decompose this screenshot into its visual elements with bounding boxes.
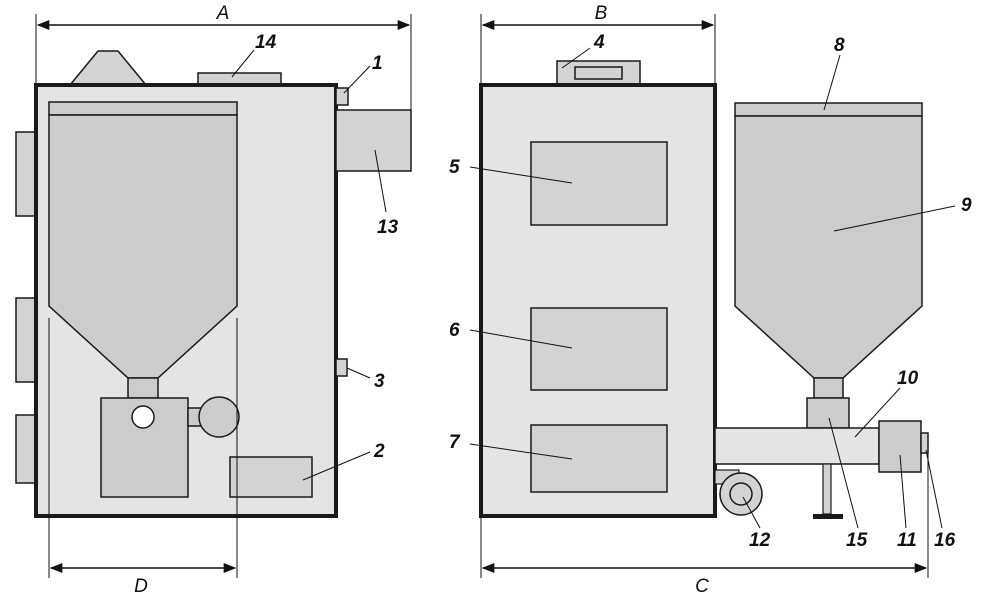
hopper-lid-8 bbox=[734, 102, 923, 117]
door-7 bbox=[530, 424, 668, 493]
label-13: 13 bbox=[377, 217, 399, 238]
label-10: 10 bbox=[897, 368, 919, 389]
feeder-inlet-15 bbox=[806, 397, 850, 429]
label-1: 1 bbox=[372, 53, 383, 74]
label-11: 11 bbox=[897, 530, 917, 551]
label-9: 9 bbox=[961, 195, 972, 216]
leader-5 bbox=[469, 166, 573, 184]
label-16: 16 bbox=[934, 530, 956, 551]
door-5 bbox=[530, 141, 668, 226]
burner-port bbox=[131, 405, 155, 429]
leader-6 bbox=[469, 329, 573, 349]
leader-13 bbox=[374, 149, 387, 213]
label-7: 7 bbox=[449, 432, 461, 453]
label-6: 6 bbox=[449, 320, 460, 341]
side-view bbox=[15, 14, 412, 578]
label-8: 8 bbox=[834, 35, 845, 56]
label-15: 15 bbox=[846, 530, 868, 551]
leader-14 bbox=[231, 49, 255, 78]
chimney-cap bbox=[68, 50, 148, 86]
dimension-d-label: D bbox=[134, 576, 148, 597]
dimension-b-label: B bbox=[595, 3, 608, 24]
leader-4 bbox=[561, 47, 591, 69]
motor bbox=[198, 396, 240, 438]
label-2: 2 bbox=[373, 441, 385, 462]
leader-10 bbox=[854, 387, 901, 438]
label-12: 12 bbox=[749, 530, 771, 551]
fan-hub bbox=[729, 482, 753, 506]
leader-16 bbox=[925, 449, 943, 529]
leader-12 bbox=[742, 496, 761, 529]
leader-15 bbox=[828, 417, 859, 529]
connector-3 bbox=[335, 358, 348, 377]
leader-1 bbox=[343, 65, 371, 94]
support-leg bbox=[822, 463, 832, 515]
hopper-neck bbox=[127, 377, 159, 399]
control-box-2 bbox=[229, 456, 313, 498]
hopper-outlet bbox=[813, 377, 844, 399]
hopper-lid bbox=[48, 101, 238, 116]
leader-3 bbox=[346, 367, 371, 379]
feed-tube-10 bbox=[714, 427, 880, 465]
top-connector-slot bbox=[574, 66, 623, 80]
label-4: 4 bbox=[593, 32, 605, 53]
door-6 bbox=[530, 307, 668, 391]
leader-7 bbox=[469, 443, 573, 460]
side-panel-middle bbox=[15, 297, 37, 383]
side-panel-bottom bbox=[15, 414, 37, 484]
label-5: 5 bbox=[449, 157, 460, 178]
leader-9 bbox=[833, 205, 956, 232]
dimension-a-label: A bbox=[216, 3, 230, 24]
leader-11 bbox=[899, 454, 907, 529]
gear-motor-11 bbox=[878, 420, 922, 473]
side-panel-top bbox=[15, 131, 37, 217]
leader-2 bbox=[302, 451, 371, 481]
label-3: 3 bbox=[374, 371, 385, 392]
dimension-c-label: C bbox=[695, 576, 709, 597]
support-foot bbox=[813, 514, 843, 519]
leader-8 bbox=[823, 54, 841, 111]
label-14: 14 bbox=[255, 32, 277, 53]
end-cap-16 bbox=[920, 432, 929, 454]
flue-outlet-13 bbox=[335, 109, 412, 172]
hopper-9 bbox=[734, 115, 923, 379]
front-view bbox=[469, 14, 956, 578]
